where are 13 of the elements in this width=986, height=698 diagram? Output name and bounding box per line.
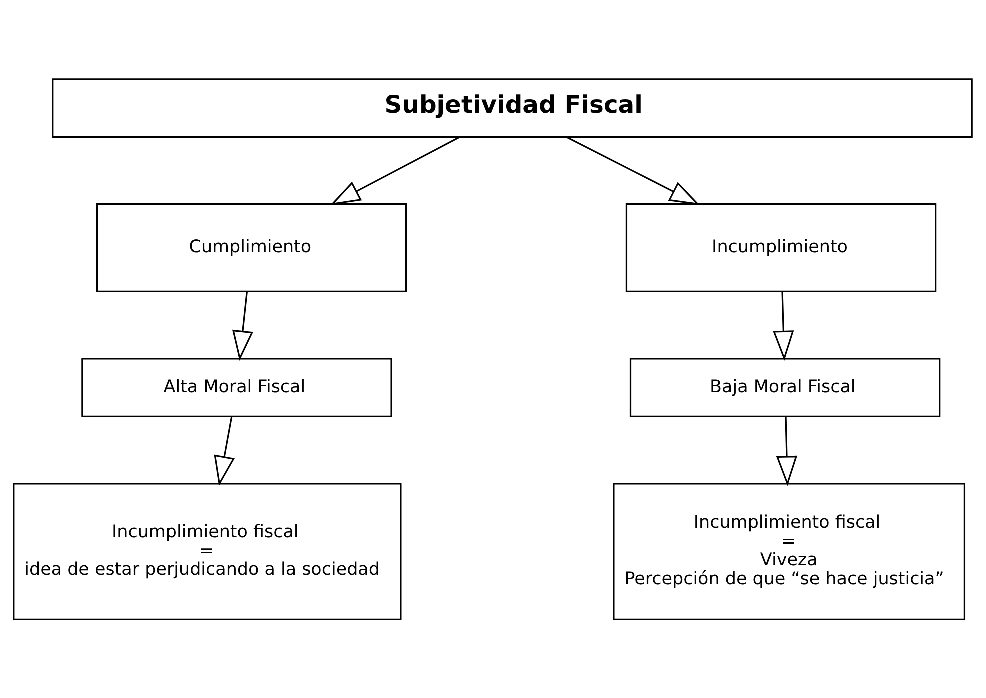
- node-box: Alta Moral Fiscal: [82, 358, 392, 417]
- node-box: Incumplimiento: [626, 203, 937, 292]
- arrow: [330, 136, 460, 205]
- arrow: [773, 291, 794, 361]
- arrow: [566, 136, 700, 205]
- node-box: Incumplimiento fiscal = Viveza Percepción de que “se hace justicia”: [613, 482, 966, 620]
- node-box: Baja Moral Fiscal: [630, 358, 941, 417]
- arrow: [232, 291, 254, 361]
- arrow: [776, 416, 798, 486]
- node-box: Subjetividad Fiscal: [52, 78, 973, 138]
- arrow: [214, 416, 235, 486]
- node-box: Incumplimiento fiscal = idea de estar perjudicando a la sociedad: [13, 482, 402, 620]
- node-box: Cumplimiento: [96, 203, 408, 292]
